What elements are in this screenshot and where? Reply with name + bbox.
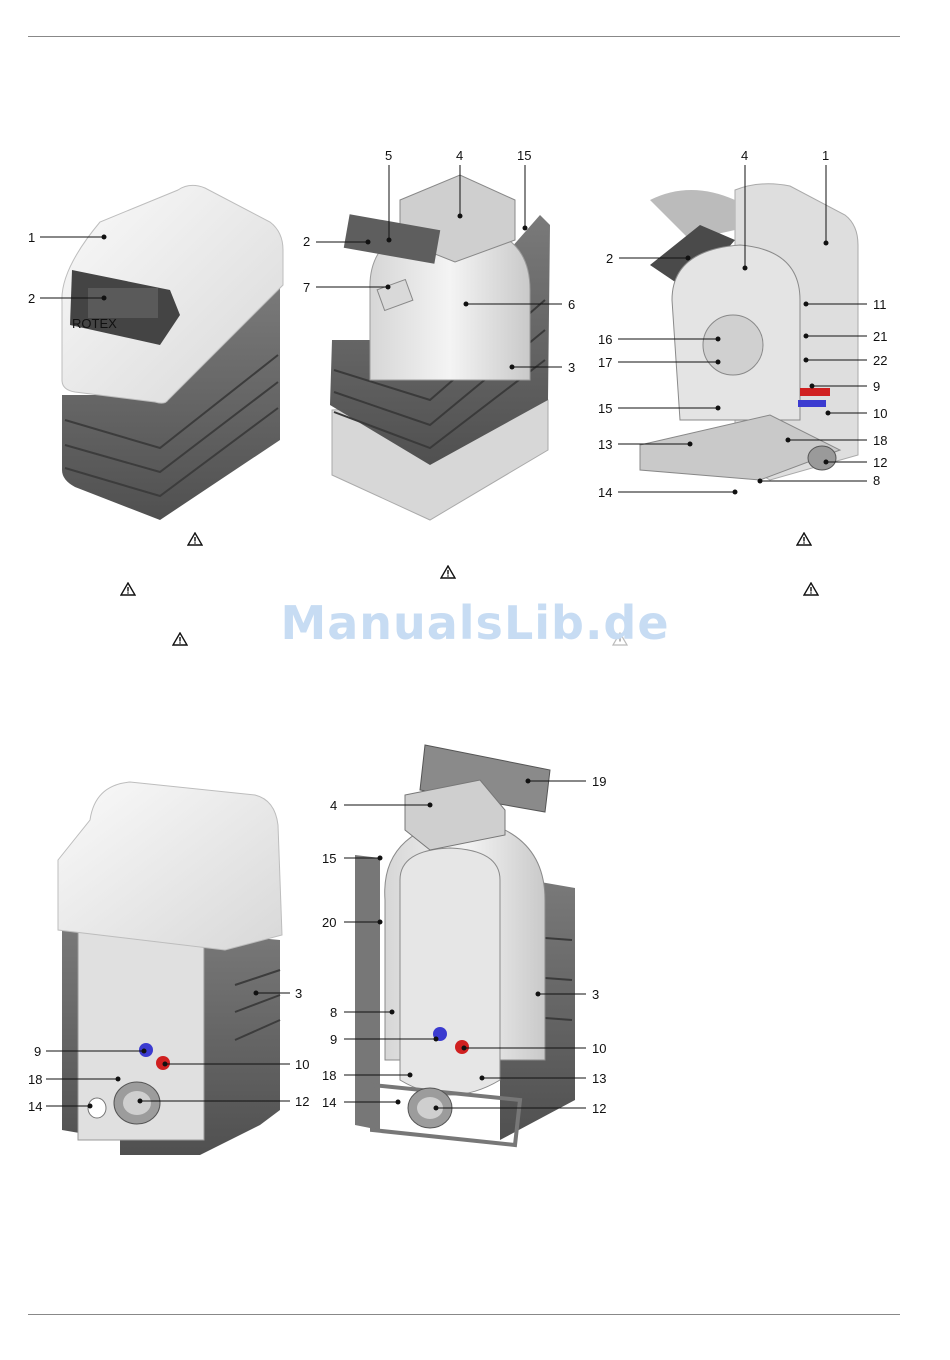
callout-9: 9	[873, 379, 880, 394]
callout-3: 3	[568, 360, 575, 375]
callout-15: 15	[517, 148, 531, 163]
callout-2: 2	[606, 251, 613, 266]
figure-4-unit-rear	[58, 782, 282, 1155]
callout-16: 16	[598, 332, 612, 347]
warning-icon	[187, 532, 203, 546]
callout-14: 14	[28, 1099, 42, 1114]
callout-13: 13	[598, 437, 612, 452]
callout-4: 4	[456, 148, 463, 163]
warning-icon	[440, 565, 456, 579]
callout-18: 18	[873, 433, 887, 448]
warning-icon	[120, 582, 136, 596]
callout-22: 22	[873, 353, 887, 368]
callout-1: 1	[822, 148, 829, 163]
callout-12: 12	[295, 1094, 309, 1109]
callout-7: 7	[303, 280, 310, 295]
callout-5: 5	[385, 148, 392, 163]
figure-1-unit-closed: ROTEX	[62, 185, 283, 520]
callout-14: 14	[598, 485, 612, 500]
callout-2: 2	[28, 291, 35, 306]
callout-18: 18	[322, 1068, 336, 1083]
callout-4: 4	[330, 798, 337, 813]
callout-3: 3	[295, 986, 302, 1001]
callout-13: 13	[592, 1071, 606, 1086]
callout-1: 1	[28, 230, 35, 245]
callout-20: 20	[322, 915, 336, 930]
callout-6: 6	[568, 297, 575, 312]
callout-12: 12	[873, 455, 887, 470]
callout-8: 8	[330, 1005, 337, 1020]
figure-3-unit-internals	[640, 184, 858, 480]
warning-icon	[796, 532, 812, 546]
callout-15: 15	[322, 851, 336, 866]
callout-18: 18	[28, 1072, 42, 1087]
watermark: ManualsLib.de	[0, 596, 950, 650]
callout-11: 11	[873, 297, 887, 312]
figure-2-unit-open	[330, 175, 550, 520]
callout-12: 12	[592, 1101, 606, 1116]
callout-10: 10	[592, 1041, 606, 1056]
callout-14: 14	[322, 1095, 336, 1110]
callout-21: 21	[873, 329, 887, 344]
callout-15: 15	[598, 401, 612, 416]
callout-2: 2	[303, 234, 310, 249]
callout-3: 3	[592, 987, 599, 1002]
callout-4: 4	[741, 148, 748, 163]
callout-10: 10	[295, 1057, 309, 1072]
warning-icon	[803, 582, 819, 596]
callout-10: 10	[873, 406, 887, 421]
callout-8: 8	[873, 473, 880, 488]
callout-17: 17	[598, 355, 612, 370]
callout-9: 9	[330, 1032, 337, 1047]
callout-19: 19	[592, 774, 606, 789]
callout-9: 9	[34, 1044, 41, 1059]
brand-label: ROTEX	[72, 316, 117, 331]
